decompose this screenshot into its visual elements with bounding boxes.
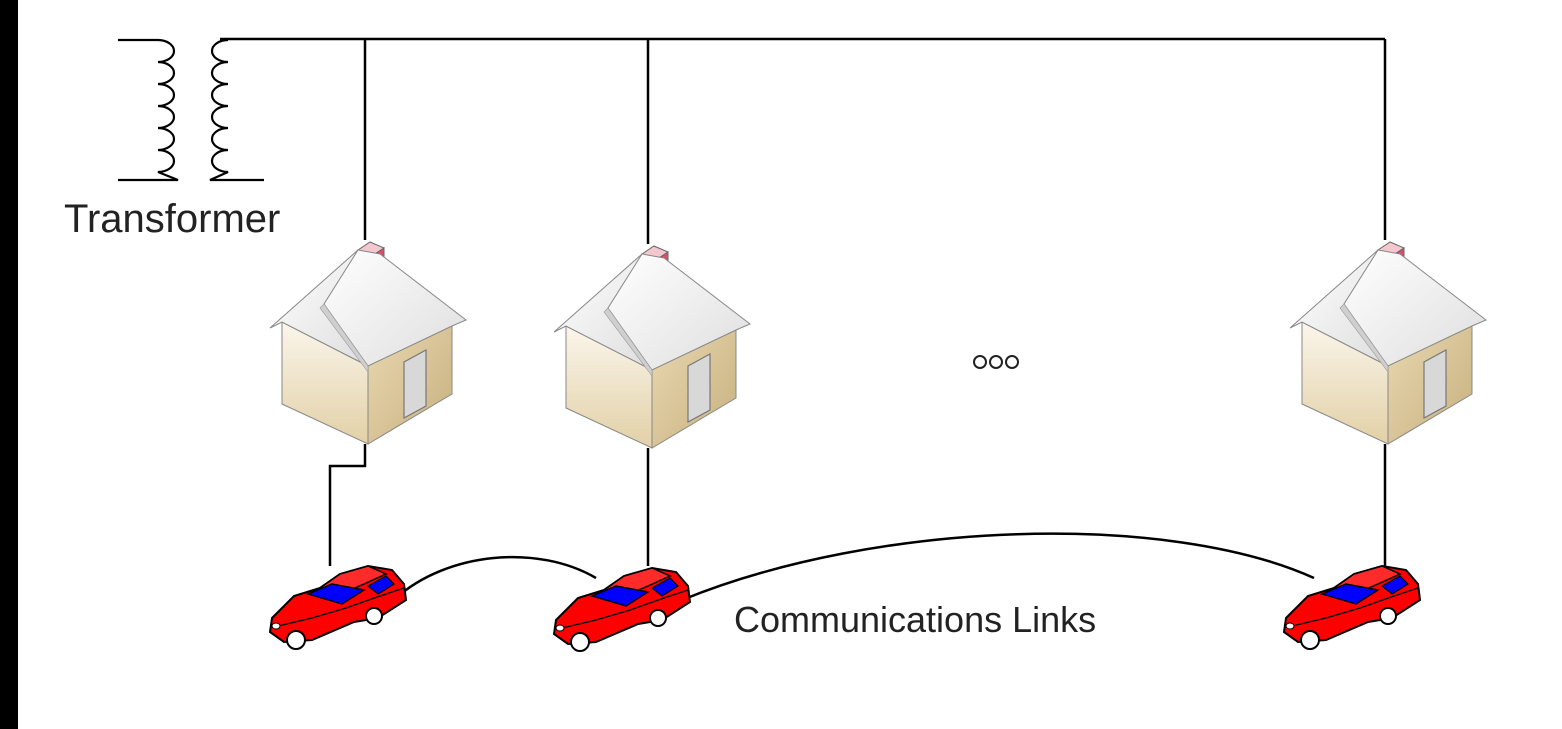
transformer-coil-icon bbox=[118, 38, 264, 182]
electric-car-icon bbox=[553, 567, 691, 652]
diagram-svg: Transformer Communications Links bbox=[64, 37, 1487, 652]
charging-connections bbox=[328, 444, 1387, 566]
transformer-label: Transformer bbox=[64, 197, 280, 241]
power-bus bbox=[220, 37, 1387, 244]
electric-car-icon bbox=[1283, 565, 1421, 650]
communications-links bbox=[395, 532, 1315, 602]
ellipsis-circles-icon bbox=[973, 355, 1019, 369]
electric-car-icon bbox=[269, 565, 407, 650]
comm-link-1 bbox=[395, 555, 597, 599]
house-icon bbox=[1289, 241, 1487, 445]
comm-link-2 bbox=[681, 532, 1315, 602]
house-icon bbox=[553, 245, 751, 449]
house-icon bbox=[269, 241, 467, 445]
charge-wire-1 bbox=[328, 444, 367, 566]
diagram-canvas: Transformer Communications Links bbox=[18, 0, 1562, 729]
communications-links-label: Communications Links bbox=[734, 599, 1096, 640]
